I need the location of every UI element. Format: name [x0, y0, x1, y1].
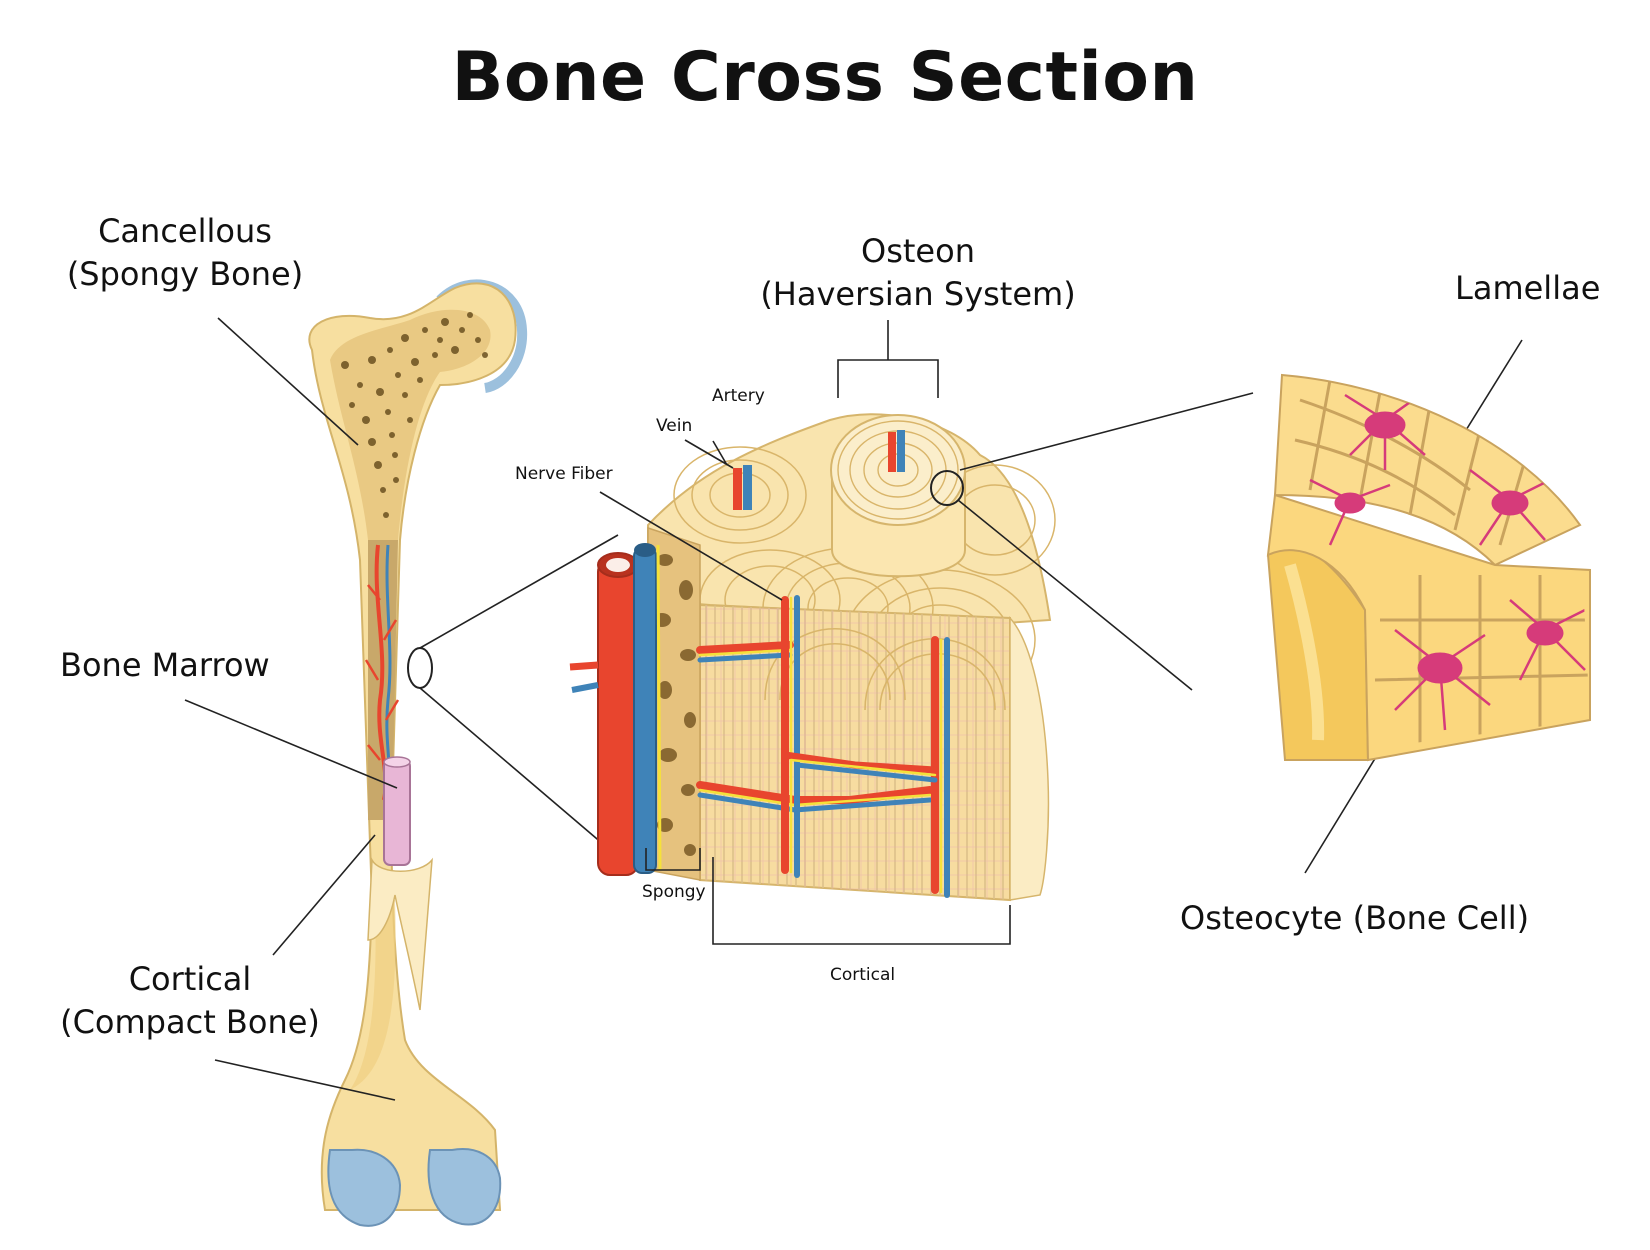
wedge-front-face [1266, 493, 1591, 762]
lamellae-wedge-illustration [1266, 373, 1591, 762]
label-artery: Artery [712, 386, 765, 406]
label-spongy: Spongy [642, 882, 706, 902]
label-cortical-line2: (Compact Bone) [60, 1003, 320, 1041]
bone-marrow-tube [383, 759, 411, 866]
label-nerve-fiber: Nerve Fiber [515, 464, 613, 484]
right-leader-lines [599, 339, 1523, 874]
main-artery [597, 559, 639, 876]
cortical-bracket [712, 857, 1011, 945]
osteon-zoom-marker [930, 470, 964, 506]
femur-illustration [308, 279, 528, 1227]
label-cortical: Cortical (Compact Bone) [45, 958, 335, 1044]
page-title: Bone Cross Section [451, 38, 1199, 117]
main-vein [633, 547, 657, 874]
label-osteon: Osteon (Haversian System) [758, 230, 1078, 316]
label-cancellous: Cancellous (Spongy Bone) [55, 210, 315, 296]
label-cancellous-line2: (Spongy Bone) [66, 255, 304, 293]
label-osteon-line1: Osteon [861, 232, 975, 270]
osteocyte-cells [1309, 393, 1586, 731]
left-leader-lines [184, 317, 619, 1101]
label-cancellous-line1: Cancellous [98, 212, 272, 250]
femur-zoom-marker [407, 647, 433, 689]
label-bone-marrow: Bone Marrow [60, 646, 270, 684]
osteon-bracket [837, 320, 939, 398]
label-cortical-small: Cortical [830, 965, 896, 985]
label-vein: Vein [656, 416, 693, 436]
cortical-block-illustration [569, 320, 1056, 945]
label-cortical-line1: Cortical [128, 960, 252, 998]
cortical-cut-face [367, 857, 433, 1011]
label-osteon-line2: (Haversian System) [760, 275, 1076, 313]
label-lamellae: Lamellae [1455, 269, 1601, 307]
condyle-cartilage-right [427, 1148, 502, 1226]
spongy-bone-region [330, 309, 491, 540]
label-osteocyte: Osteocyte (Bone Cell) [1180, 899, 1530, 937]
spongy-bracket [645, 848, 701, 871]
condyle-cartilage-left [327, 1148, 402, 1227]
